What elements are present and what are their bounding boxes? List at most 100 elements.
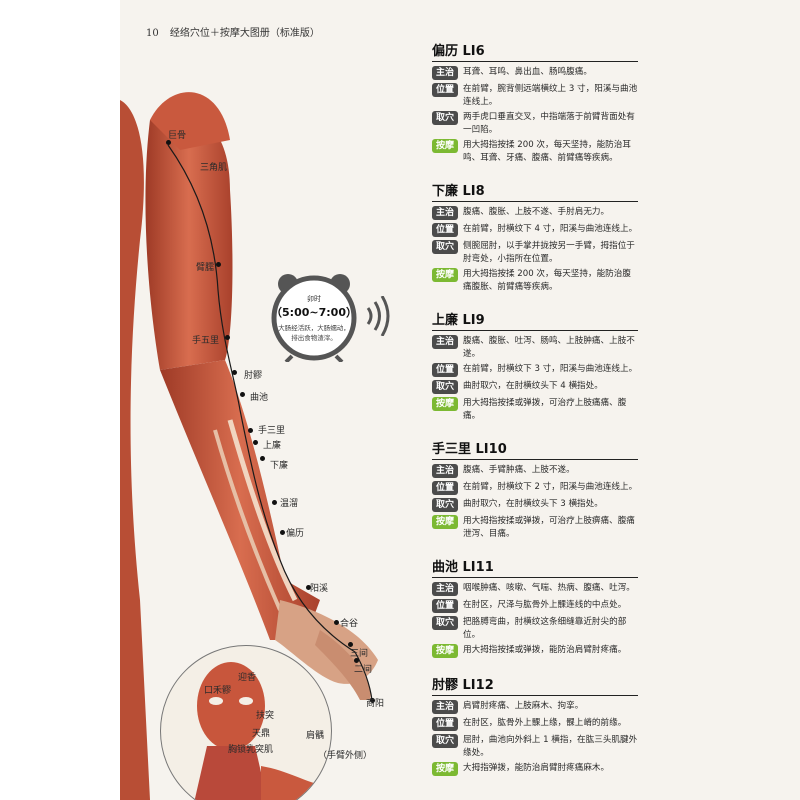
label-scm: 胸锁乳突肌: [228, 745, 274, 755]
point-dot: [306, 585, 311, 590]
tag-method: 取穴: [432, 498, 458, 512]
label-tianding: 天鼎: [252, 729, 271, 739]
point-dot: [216, 262, 221, 267]
label-hegu: 合谷: [340, 619, 359, 629]
acupoint-entry: 上廉 LI9 主治腹痛、腹胀、吐泻、肠鸣、上肢肿痛、上肢不遂。位置在前臂，肘横纹下…: [432, 309, 638, 422]
label-shangyang: 商阳: [366, 699, 385, 709]
clock-time: （5:00~7:00）: [271, 306, 357, 319]
tag-method: 取穴: [432, 240, 458, 254]
label-shanglian: 上廉: [263, 441, 282, 451]
info-text-massage: 用大拇指按揉 200 次，每天坚持，能防治耳鸣、耳聋、牙痛、腹痛、前臂痛等疾病。: [463, 140, 631, 163]
tag-location: 位置: [432, 717, 458, 731]
info-row-location: 位置在肘区，肱骨外上髁上缘，髁上嵴的前缘。: [432, 717, 638, 731]
tag-indication: 主治: [432, 66, 458, 80]
info-text-indication: 腹痛、手臂肿痛、上肢不遂。: [463, 465, 575, 475]
tag-method: 取穴: [432, 380, 458, 394]
label-quchi: 曲池: [250, 393, 269, 403]
tag-location: 位置: [432, 223, 458, 237]
tag-massage: 按摩: [432, 515, 458, 529]
tag-massage: 按摩: [432, 268, 458, 282]
point-dot: [334, 620, 339, 625]
info-row-massage: 按摩用大拇指按揉或弹拨，能防治肩臂肘疼痛。: [432, 644, 638, 658]
label-zhouliao: 肘髎: [244, 371, 263, 381]
info-row-method: 取穴侧腕屈肘，以手掌并拢按另一手臂，拇指位于肘弯处，小指所在位置。: [432, 240, 638, 265]
info-text-method: 屈肘，曲池向外斜上 1 横指，在肱三头肌腱外缘处。: [463, 735, 638, 758]
tag-massage: 按摩: [432, 644, 458, 658]
info-row-indication: 主治肩臂肘疼痛、上肢麻木、拘挛。: [432, 700, 638, 714]
info-row-massage: 按摩大拇指弹拨，能防治肩臂肘疼痛麻木。: [432, 762, 638, 776]
info-row-location: 位置在前臂，肘横纹下 4 寸，阳溪与曲池连线上。: [432, 223, 638, 237]
info-text-location: 在肘区，尺泽与肱骨外上髁连线的中点处。: [463, 600, 627, 610]
page-header: 10 经络穴位＋按摩大图册（标准版）: [146, 24, 320, 39]
acupoint-title: 肘髎 LI12: [432, 674, 638, 696]
info-row-indication: 主治腹痛、手臂肿痛、上肢不遂。: [432, 464, 638, 478]
point-dot: [280, 530, 285, 535]
acupoint-title: 偏历 LI6: [432, 40, 638, 62]
info-row-location: 位置在肘区，尺泽与肱骨外上髁连线的中点处。: [432, 599, 638, 613]
acupoint-entry: 肘髎 LI12 主治肩臂肘疼痛、上肢麻木、拘挛。位置在肘区，肱骨外上髁上缘，髁上嵴…: [432, 674, 638, 776]
acupoint-entry: 下廉 LI8 主治腹痛、腹胀、上肢不遂、手肘肩无力。位置在前臂，肘横纹下 4 寸，…: [432, 180, 638, 293]
tag-method: 取穴: [432, 111, 458, 125]
point-dot: [348, 642, 353, 647]
label-futu: 扶突: [256, 711, 275, 721]
info-text-massage: 用大拇指按揉或弹拨，可治疗上肢痹痛、腹痛泄泻、目痛。: [463, 516, 635, 539]
info-text-location: 在前臂，腕背侧远端横纹上 3 寸，阳溪与曲池连线上。: [463, 84, 638, 107]
acupoint-title: 上廉 LI9: [432, 309, 638, 331]
label-pianli: 偏历: [286, 529, 305, 539]
clock-title: 卯时: [307, 295, 321, 303]
tag-indication: 主治: [432, 582, 458, 596]
label-sanjian: 三间: [350, 649, 369, 659]
head-neck-inset: [160, 645, 332, 800]
tag-indication: 主治: [432, 335, 458, 349]
info-text-method: 曲肘取穴，在肘横纹头下 3 横指处。: [463, 499, 603, 509]
info-row-location: 位置在前臂，肘横纹下 2 寸，阳溪与曲池连线上。: [432, 481, 638, 495]
info-row-location: 位置在前臂，肘横纹下 3 寸，阳溪与曲池连线上。: [432, 363, 638, 377]
tag-location: 位置: [432, 599, 458, 613]
meridian-clock: 卯时 （5:00~7:00） 大肠经活跃，大肠蠕动， 排出食物渣滓。: [268, 270, 390, 362]
clock-desc-2: 排出食物渣滓。: [291, 334, 337, 342]
tag-massage: 按摩: [432, 762, 458, 776]
label-binao: 臂臑: [196, 263, 215, 273]
page: 10 经络穴位＋按摩大图册（标准版）: [120, 0, 800, 800]
label-kouheliao: 口禾髎: [204, 686, 232, 696]
info-row-indication: 主治耳聋、耳鸣、鼻出血、肠鸣腹痛。: [432, 66, 638, 80]
tag-massage: 按摩: [432, 139, 458, 153]
info-row-massage: 按摩用大拇指按揉或弹拨，可治疗上肢痹痛、腹痛泄泻、目痛。: [432, 515, 638, 540]
point-dot: [260, 456, 265, 461]
info-text-location: 在前臂，肘横纹下 4 寸，阳溪与曲池连线上。: [463, 224, 638, 234]
label-shousanli: 手三里: [258, 426, 286, 436]
info-row-massage: 按摩用大拇指按揉 200 次，每天坚持，能防治耳鸣、耳聋、牙痛、腹痛、前臂痛等疾…: [432, 139, 638, 164]
clock-desc-1: 大肠经活跃，大肠蠕动，: [278, 324, 350, 332]
label-wenliu: 温溜: [280, 499, 299, 509]
info-text-location: 在前臂，肘横纹下 3 寸，阳溪与曲池连线上。: [463, 364, 638, 374]
point-dot: [248, 428, 253, 433]
info-row-location: 位置在前臂，腕背侧远端横纹上 3 寸，阳溪与曲池连线上。: [432, 83, 638, 108]
label-yingxiang: 迎香: [238, 673, 257, 683]
label-erjian: 二间: [354, 665, 373, 675]
acupoint-title: 下廉 LI8: [432, 180, 638, 202]
point-dot: [272, 500, 277, 505]
label-jugu: 巨骨: [168, 131, 187, 141]
tag-massage: 按摩: [432, 397, 458, 411]
info-text-method: 两手虎口垂直交叉，中指端落于前臂背面处有一凹陷。: [463, 112, 635, 135]
point-dot: [253, 440, 258, 445]
point-dot: [166, 140, 171, 145]
point-dot: [240, 392, 245, 397]
info-row-massage: 按摩用大拇指按揉 200 次，每天坚持，能防治腹痛腹胀、前臂痛等疾病。: [432, 268, 638, 293]
tag-method: 取穴: [432, 734, 458, 748]
arm-muscle-illustration: [120, 92, 378, 800]
alarm-clock-icon: [271, 274, 357, 362]
figure-caption: （手臂外侧）: [318, 751, 373, 761]
info-row-indication: 主治腹痛、腹胀、上肢不遂、手肘肩无力。: [432, 206, 638, 220]
label-yangxi: 阳溪: [310, 584, 329, 594]
sound-waves-icon: [366, 296, 390, 336]
info-row-method: 取穴两手虎口垂直交叉，中指端落于前臂背面处有一凹陷。: [432, 111, 638, 136]
info-text-indication: 腹痛、腹胀、吐泻、肠鸣、上肢肿痛、上肢不遂。: [463, 336, 635, 359]
label-xialian: 下廉: [270, 461, 289, 471]
tag-indication: 主治: [432, 464, 458, 478]
info-row-method: 取穴屈肘，曲池向外斜上 1 横指，在肱三头肌腱外缘处。: [432, 734, 638, 759]
info-row-indication: 主治咽喉肿痛、咳嗽、气喘、热病、腹痛、吐泻。: [432, 582, 638, 596]
info-text-massage: 用大拇指按揉 200 次，每天坚持，能防治腹痛腹胀、前臂痛等疾病。: [463, 269, 631, 292]
